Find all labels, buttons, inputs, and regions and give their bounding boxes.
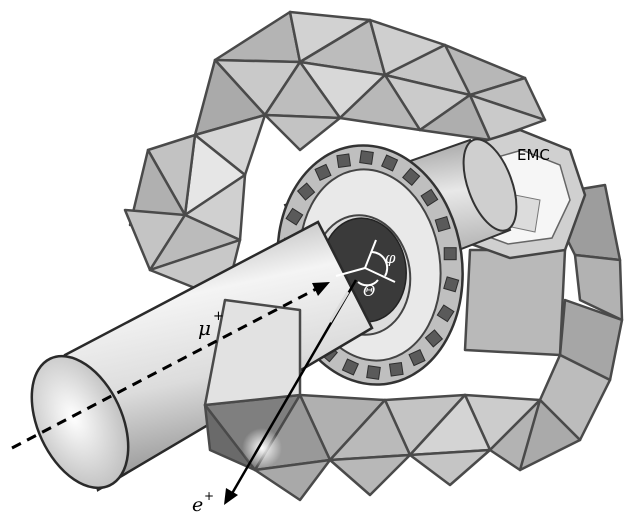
positron-label: e <box>192 494 203 516</box>
ring-module <box>420 188 439 207</box>
ring-module <box>443 247 457 261</box>
ring-module <box>366 365 381 380</box>
ring-module <box>424 329 444 348</box>
ring-module <box>436 304 455 323</box>
ring-module <box>434 216 451 233</box>
ring-module <box>408 348 426 367</box>
muon-trajectory <box>11 286 319 450</box>
angle-axes <box>335 239 396 287</box>
ring-module <box>314 163 332 182</box>
emc-label: EMC <box>517 146 550 164</box>
muon-arrowhead <box>312 282 330 296</box>
trajectories <box>11 279 358 505</box>
ring-module <box>380 154 399 172</box>
light-flare <box>242 428 282 468</box>
positron-arrowhead <box>224 488 238 505</box>
calorimeter-shell-lower <box>203 298 542 502</box>
ring-module <box>285 207 304 226</box>
phi-label: φ <box>385 249 396 267</box>
positron-charge-label: + <box>204 489 214 503</box>
ring-module <box>402 167 421 186</box>
muon-label: μ <box>198 316 211 340</box>
ring-module <box>359 150 374 165</box>
ring-module <box>443 276 460 293</box>
ring-module <box>296 182 316 201</box>
ring-module <box>388 361 404 377</box>
ring-module <box>336 153 352 169</box>
ring-module <box>341 358 360 376</box>
muon-charge-label: + <box>213 309 224 324</box>
theta-label: Θ <box>363 282 375 300</box>
